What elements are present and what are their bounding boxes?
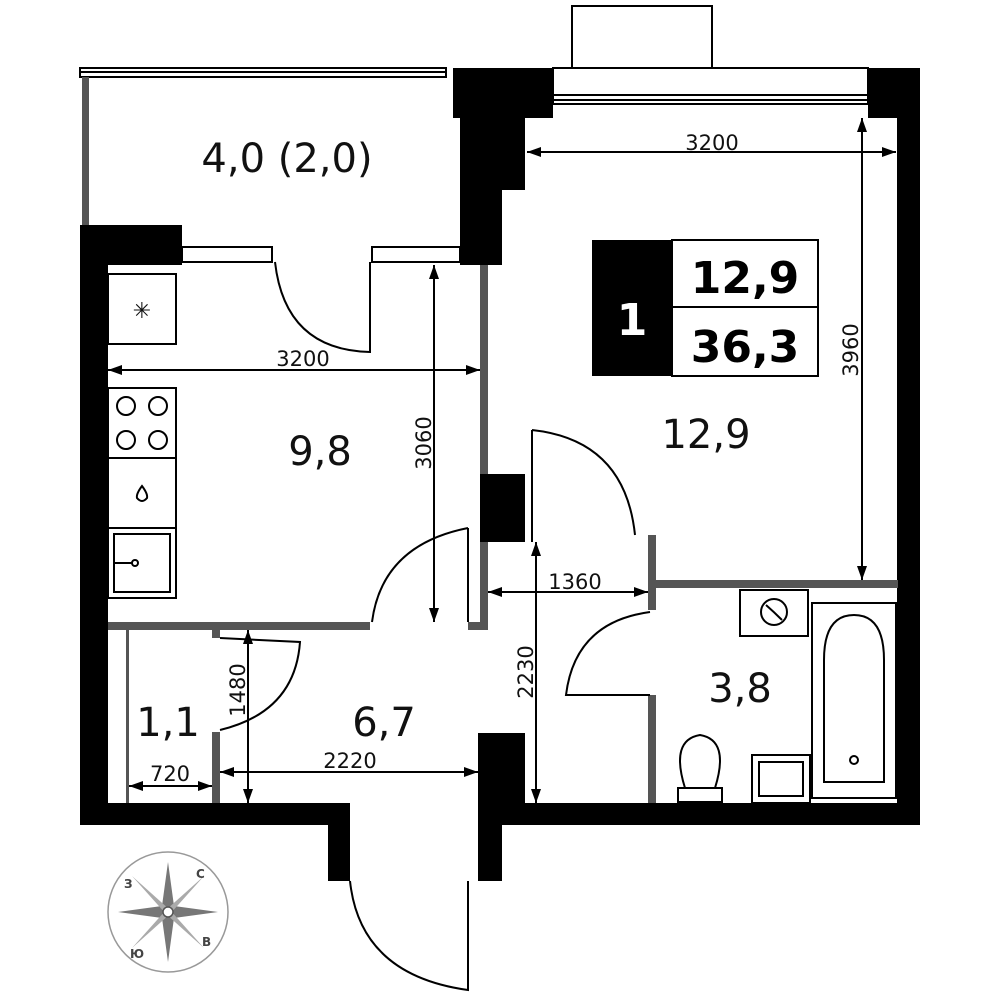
dim-closet-depth: 1480 [226,663,250,716]
outer-walls [80,5,920,881]
dim-kitchen-width: 3200 [276,347,329,371]
balcony [79,67,447,227]
entrance-door [349,880,469,992]
compass-rose: С В Ю З [107,851,229,973]
dim-hall-width: 2220 [323,749,376,773]
balcony-door [274,261,371,354]
sink-icon [107,527,177,599]
living-window [552,67,869,105]
badge-living-area: 12,9 [691,253,800,304]
bathtub-icon [811,602,897,799]
summary-badge: 1 12,9 36,3 [592,239,819,377]
compass-north: С [196,867,205,881]
text-layer: 3200 3960 3200 3060 1360 2230 1480 720 2… [133,131,863,786]
partitions [108,265,898,803]
asterisk-icon [107,273,177,345]
dim-kitchen-depth: 3060 [412,416,436,469]
compass-south: Ю [130,947,144,961]
living-area: 12,9 [661,412,750,458]
kitchen-door [371,527,469,623]
sink-icon [751,754,811,804]
bathroom-door [564,611,651,696]
living-door [531,429,636,542]
dim-living-width: 3200 [685,131,738,155]
hall-area: 6,7 [352,700,416,746]
doors [219,261,651,992]
balcony-side-wall [82,77,89,227]
closet-area: 1,1 [136,700,200,746]
bathroom-fixtures [677,589,897,804]
water-drop-icon [107,457,177,529]
compass-east: В [202,935,211,949]
bathroom-area: 3,8 [708,666,772,712]
balcony-area: 4,0 (2,0) [201,136,372,182]
dim-hall-depth: 2230 [514,645,538,698]
dim-closet-width: 720 [150,762,190,786]
dim-living-depth: 3960 [839,323,863,376]
closet-door [219,637,302,731]
washing-machine-icon [739,589,809,637]
dimension-lines [108,118,896,803]
badge-total-area: 36,3 [691,322,800,373]
stove-icon [107,387,177,459]
kitchen-area: 9,8 [288,429,352,475]
asterisk-icon: ✳ [133,299,151,324]
rooms-count: 1 [617,295,648,346]
compass-west: З [124,877,133,891]
dim-corridor-width: 1360 [548,570,601,594]
vent-box [571,5,713,69]
toilet-icon [677,733,723,803]
kitchen-fixtures [107,273,177,599]
